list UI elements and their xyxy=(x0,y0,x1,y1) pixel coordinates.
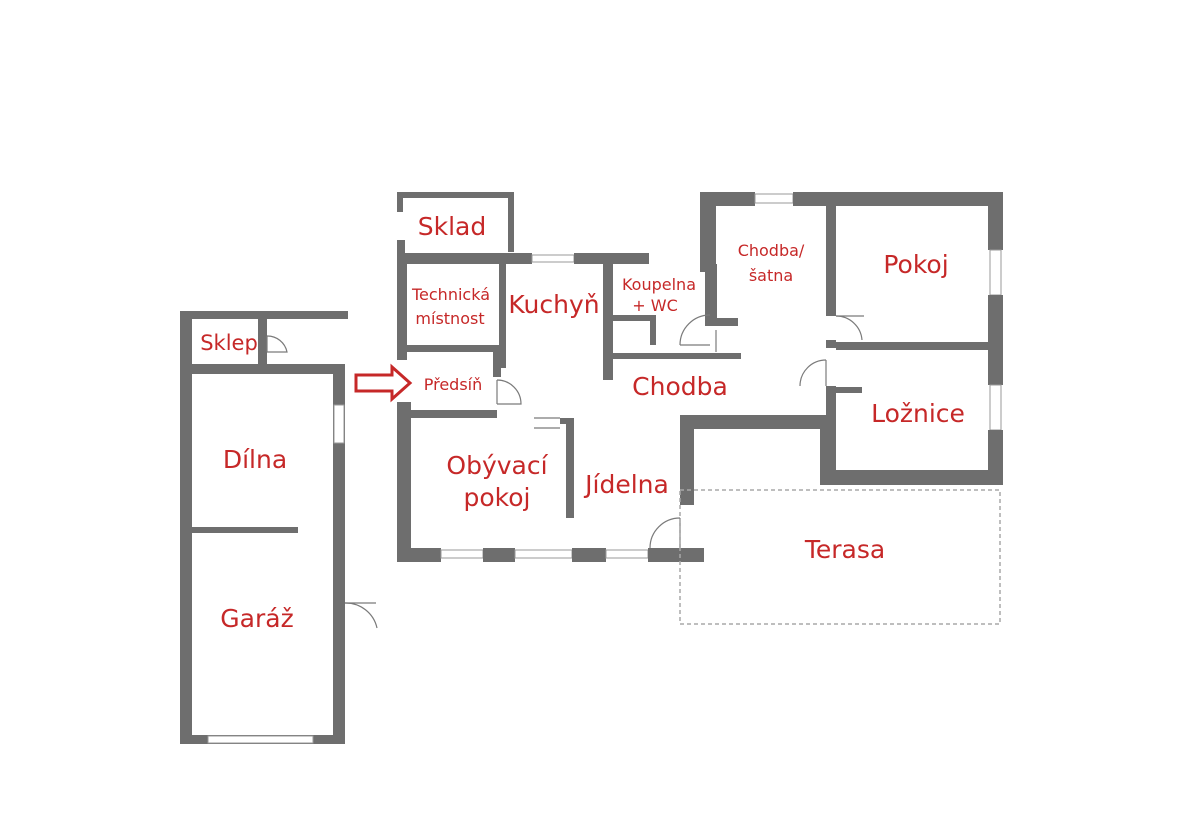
storage-wall-north xyxy=(397,192,513,198)
wardrobe-wall-west xyxy=(700,192,716,272)
main-house xyxy=(397,192,1003,562)
room-label-sklep: Sklep xyxy=(200,331,258,355)
room-label-loznice: Ložnice xyxy=(871,399,965,428)
dining-wall-south xyxy=(648,548,704,562)
cellar-wall-east xyxy=(258,319,267,367)
bedroom-wing-wall-west-top xyxy=(826,206,836,316)
living-wall-south-2 xyxy=(483,548,515,562)
wardrobe-window xyxy=(754,193,794,204)
living-wall-south-1 xyxy=(397,548,441,562)
hall-wall-south xyxy=(407,410,497,418)
bathroom-wall-south xyxy=(613,353,741,359)
pokoj-door-arc xyxy=(835,315,863,341)
dining-partition xyxy=(566,418,574,518)
garage-wall-east xyxy=(333,372,345,744)
house-wall-west-mid xyxy=(397,305,407,360)
right-arrow-icon xyxy=(354,363,413,403)
dining-partition-cap xyxy=(560,418,574,424)
terrace-door-arc xyxy=(649,517,681,549)
garage-door-arc xyxy=(344,602,378,629)
rightwing-wall-east-1 xyxy=(988,192,1003,250)
workshop-window xyxy=(333,404,345,444)
cellar-wall-south xyxy=(192,364,345,374)
garage-wall-west xyxy=(180,311,192,744)
living-wall-south-3 xyxy=(572,548,606,562)
corridor-wall-south xyxy=(680,415,832,429)
dining-wall-east xyxy=(680,415,694,505)
room-label-sklad: Sklad xyxy=(418,212,486,241)
room-label-technicka-2: místnost xyxy=(415,309,484,328)
room-label-koupelna-1: Koupelna xyxy=(622,275,696,294)
technical-wall-south xyxy=(407,345,499,352)
terrace-outline xyxy=(679,489,1001,625)
rightwing-wall-east-2 xyxy=(988,295,1003,385)
bedroom-wall-south xyxy=(820,470,1003,485)
bedroom-window xyxy=(989,384,1002,431)
kitchen-passage xyxy=(534,417,560,429)
bathroom-door-arc xyxy=(679,314,711,346)
room-label-kuchyn: Kuchyň xyxy=(508,290,599,319)
hall-door-arc xyxy=(496,379,522,405)
room-label-obyvaci-2: pokoj xyxy=(464,483,531,512)
room-label-pokoj: Pokoj xyxy=(883,250,948,279)
bathroom-shower-wall xyxy=(613,315,653,321)
room-label-chodba-satna-1: Chodba/ xyxy=(738,241,805,260)
kitchen-wall-north-left xyxy=(397,253,532,264)
storage-wall-east xyxy=(508,192,514,252)
garage-wall-north xyxy=(180,311,348,319)
bedroom-wall-southwest xyxy=(820,415,836,485)
room-label-garaz: Garáž xyxy=(220,604,293,633)
room-label-chodba-satna-2: šatna xyxy=(749,266,793,285)
pokoj-window xyxy=(989,249,1002,296)
garage-gate xyxy=(207,735,314,744)
bathroom-wall-west xyxy=(603,264,613,380)
room-label-chodba: Chodba xyxy=(632,372,728,401)
bedroom-wing-wall-west-mid xyxy=(826,340,836,348)
room-label-terasa: Terasa xyxy=(804,535,885,564)
room-label-obyvaci-1: Obývací xyxy=(446,451,548,480)
workshop-garage-partition xyxy=(192,527,298,533)
bedroom-wall-stub xyxy=(836,387,862,393)
living-window-1 xyxy=(440,549,484,559)
storage-wall-west-top xyxy=(397,192,403,212)
kitchen-wall-north-right xyxy=(574,253,649,264)
house-wall-west-top xyxy=(397,253,407,305)
house-wall-west-bottom xyxy=(397,402,411,562)
rightwing-wall-north xyxy=(793,192,1003,206)
hall-wall-east xyxy=(493,345,501,377)
room-label-predsin: Předsíň xyxy=(424,375,483,394)
bathroom-wall-east xyxy=(705,264,717,326)
room-label-koupelna-2: + WC xyxy=(632,296,677,315)
kitchen-window xyxy=(531,254,575,263)
bedroom-door-arc xyxy=(799,359,827,387)
bathroom-inner-wall xyxy=(650,315,656,345)
living-window-2 xyxy=(514,549,573,559)
kitchen-wall-west xyxy=(499,264,506,368)
pokoj-wall-south xyxy=(836,342,992,350)
room-label-technicka-1: Technická xyxy=(411,285,490,304)
bathroom-corner xyxy=(712,318,738,326)
dining-window xyxy=(605,549,649,559)
cellar-door-arc xyxy=(266,335,288,353)
room-label-jidelna: Jídelna xyxy=(583,470,669,499)
garage-building xyxy=(180,311,378,744)
storage-wall-west-bottom xyxy=(397,240,405,262)
room-label-dilna: Dílna xyxy=(223,445,287,474)
